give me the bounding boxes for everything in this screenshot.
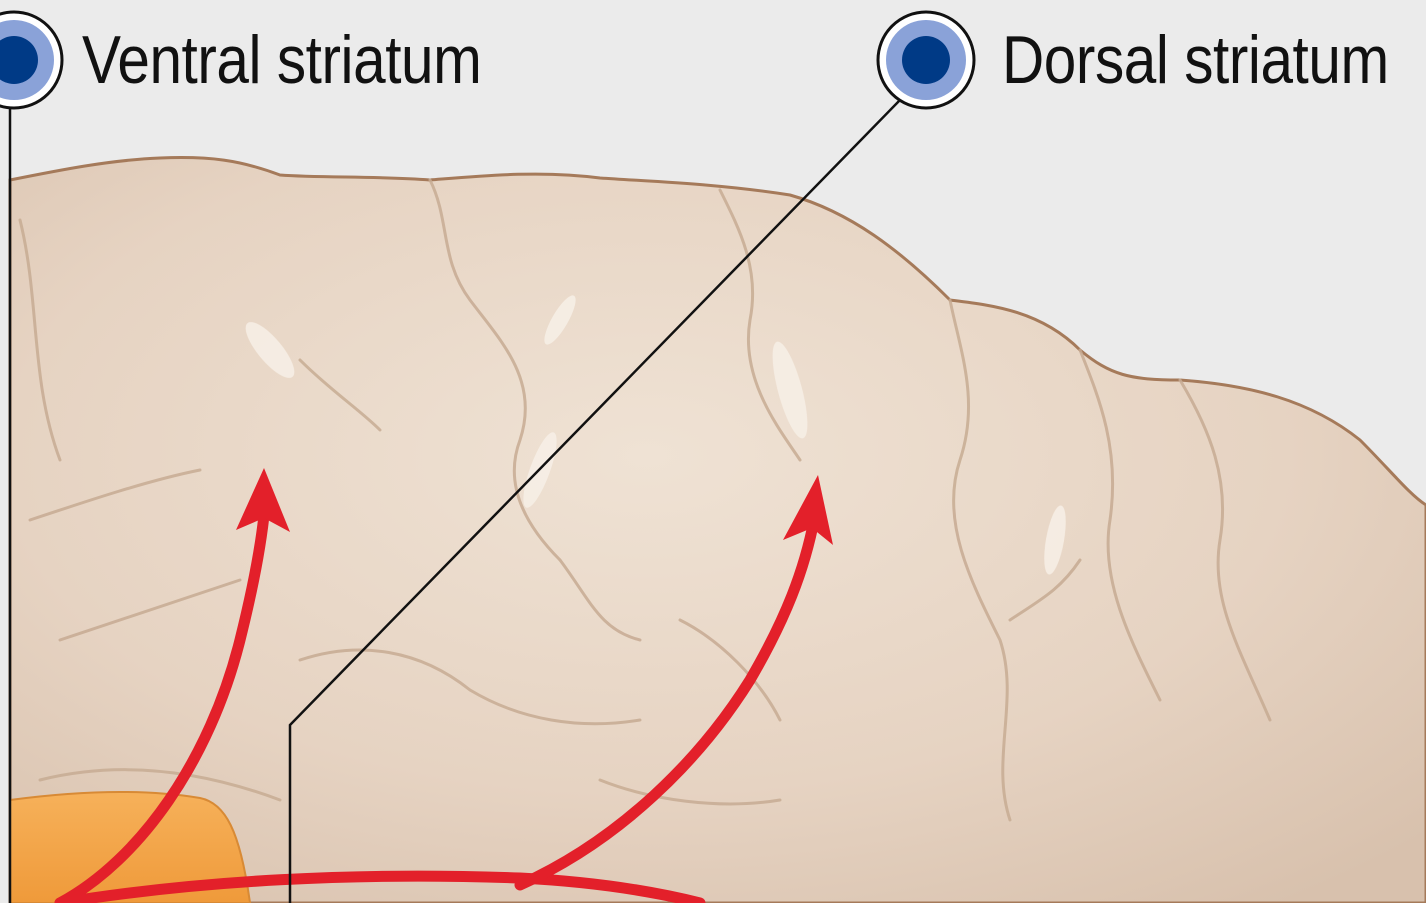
dorsal-striatum-label: Dorsal striatum	[1002, 26, 1389, 94]
cortex-surface	[10, 158, 1426, 903]
dorsal-marker-icon	[878, 12, 974, 108]
ventral-striatum-label: Ventral striatum	[82, 26, 481, 94]
ventral-marker-icon	[0, 12, 62, 108]
